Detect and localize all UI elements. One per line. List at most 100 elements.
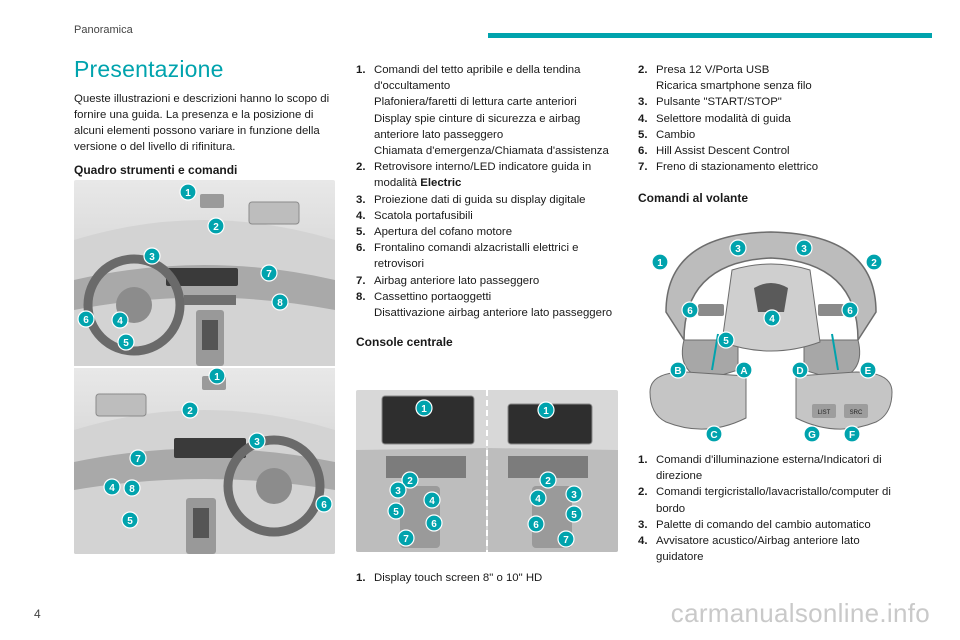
- callout-badge: 5: [387, 502, 405, 520]
- svg-text:7: 7: [563, 535, 569, 546]
- svg-text:2: 2: [871, 258, 877, 269]
- list-item: 4.Selettore modalità di guida: [638, 112, 791, 125]
- svg-text:1: 1: [543, 406, 549, 417]
- svg-text:2: 2: [213, 222, 219, 233]
- column-left: Presentazione Queste illustrazioni e des…: [74, 56, 339, 185]
- svg-text:E: E: [865, 366, 872, 377]
- svg-text:1: 1: [214, 372, 220, 383]
- list-button-label: LIST: [818, 410, 831, 416]
- callout-badge: G: [803, 425, 821, 443]
- callout-badge: 7: [129, 449, 147, 467]
- svg-text:3: 3: [571, 490, 577, 501]
- callout-badge: 6: [425, 514, 443, 532]
- dashboard-illustration: 1 2 3 7 8 6 4 5 1 2 3 7 4 8 6 5: [74, 180, 335, 554]
- wheel-legend: 1.Comandi d'illuminazione esterna/Indica…: [638, 452, 900, 565]
- svg-text:7: 7: [266, 269, 272, 280]
- svg-text:F: F: [849, 430, 855, 441]
- callout-badge: 3: [565, 485, 583, 503]
- list-item: 6.Hill Assist Descent Control: [638, 145, 790, 158]
- callout-badge: 6: [77, 310, 95, 328]
- list-item: 1.Comandi d'illuminazione esterna/Indica…: [638, 454, 882, 483]
- svg-text:6: 6: [533, 520, 539, 531]
- list-item: 1.Comandi del tetto apribile e della ten…: [356, 64, 609, 158]
- console-legend: 1.Display touch screen 8" o 10" HD: [356, 570, 618, 586]
- section-heading-wheel: Comandi al volante: [638, 191, 749, 206]
- callout-badge: 4: [103, 478, 121, 496]
- callout-badge: 2: [539, 471, 557, 489]
- callout-badge: 5: [717, 331, 735, 349]
- callout-badge: 1: [651, 253, 669, 271]
- svg-text:6: 6: [321, 500, 327, 511]
- console-legend-list: 1.Display touch screen 8" o 10" HD: [356, 570, 618, 586]
- column-right: 2.Presa 12 V/Porta USB Ricarica smartpho…: [638, 62, 900, 213]
- list-item: 4.Scatola portafusibili: [356, 209, 473, 222]
- callout-badge: 6: [527, 515, 545, 533]
- svg-text:4: 4: [535, 494, 541, 505]
- callout-badge: 6: [681, 301, 699, 319]
- steering-wheel-drawing: LIST SRC: [649, 231, 893, 430]
- callout-badge: 3: [729, 239, 747, 257]
- section-heading-console: Console centrale: [356, 335, 453, 350]
- list-item: 4.Avvisatore acustico/Airbag anteriore l…: [638, 535, 860, 564]
- section-heading-instruments: Quadro strumenti e comandi: [74, 163, 238, 177]
- callout-badge: 7: [397, 529, 415, 547]
- svg-text:4: 4: [117, 316, 123, 327]
- list-item: 3.Palette di comando del cambio automati…: [638, 518, 871, 531]
- callout-badge: 2: [181, 401, 199, 419]
- svg-text:1: 1: [657, 258, 663, 269]
- svg-text:5: 5: [123, 338, 129, 349]
- svg-text:C: C: [710, 430, 717, 441]
- svg-text:G: G: [808, 430, 816, 441]
- callout-badge: 6: [315, 495, 333, 513]
- svg-text:2: 2: [545, 476, 551, 487]
- svg-text:A: A: [740, 366, 747, 377]
- callout-badge: 5: [117, 333, 135, 351]
- callout-badge: 4: [423, 491, 441, 509]
- callout-badge: 6: [841, 301, 859, 319]
- callout-badge: A: [735, 361, 753, 379]
- svg-text:7: 7: [135, 454, 141, 465]
- svg-text:4: 4: [769, 314, 775, 325]
- svg-text:1: 1: [185, 188, 191, 199]
- callout-badge: 3: [143, 247, 161, 265]
- list-item: 5.Apertura del cofano motore: [356, 226, 513, 239]
- wheel-legend-list: 1.Comandi d'illuminazione esterna/Indica…: [638, 452, 900, 565]
- list-item: 7.Airbag anteriore lato passeggero: [356, 274, 540, 287]
- svg-text:3: 3: [149, 252, 155, 263]
- callout-badge: 1: [179, 183, 197, 201]
- svg-text:8: 8: [129, 484, 135, 495]
- svg-text:D: D: [796, 366, 803, 377]
- list-item: 6.Frontalino comandi alzacristalli elett…: [356, 242, 579, 271]
- callout-badge: 1: [208, 367, 226, 385]
- callout-badge: 3: [389, 481, 407, 499]
- callout-badge: 5: [121, 511, 139, 529]
- svg-text:2: 2: [407, 476, 413, 487]
- list-item: 2.Comandi tergicristallo/lavacristallo/c…: [638, 486, 891, 515]
- svg-text:8: 8: [277, 298, 283, 309]
- dashboard-callouts: 1 2 3 7 8 6 4 5 1 2 3 7 4 8 6 5: [77, 183, 333, 529]
- svg-text:3: 3: [254, 437, 260, 448]
- svg-text:B: B: [674, 366, 681, 377]
- page-number: 4: [34, 607, 41, 621]
- svg-text:6: 6: [83, 315, 89, 326]
- svg-text:6: 6: [431, 519, 437, 530]
- column-middle: 1.Comandi del tetto apribile e della ten…: [356, 62, 618, 357]
- console-legend-list-cont: 2.Presa 12 V/Porta USB Ricarica smartpho…: [638, 62, 900, 175]
- svg-text:3: 3: [735, 244, 741, 255]
- list-item: 2.Retrovisore interno/LED indicatore gui…: [356, 161, 592, 190]
- svg-text:7: 7: [403, 534, 409, 545]
- callout-badge: 2: [207, 217, 225, 235]
- svg-text:5: 5: [723, 336, 729, 347]
- callout-badge: 4: [529, 489, 547, 507]
- svg-text:4: 4: [429, 496, 435, 507]
- callout-badge: 2: [865, 253, 883, 271]
- src-button-label: SRC: [850, 410, 863, 416]
- callout-badge: 8: [271, 293, 289, 311]
- instruments-legend-list: 1.Comandi del tetto apribile e della ten…: [356, 62, 618, 321]
- watermark: carmanualsonline.info: [670, 598, 930, 628]
- callout-badge: C: [705, 425, 723, 443]
- svg-text:5: 5: [571, 510, 577, 521]
- list-item: 2.Presa 12 V/Porta USB Ricarica smartpho…: [638, 64, 812, 93]
- steering-wheel-illustration: LIST SRC 1 3 3 2 6 6 4 5 B A D E C G F: [646, 222, 896, 446]
- callout-badge: 8: [123, 479, 141, 497]
